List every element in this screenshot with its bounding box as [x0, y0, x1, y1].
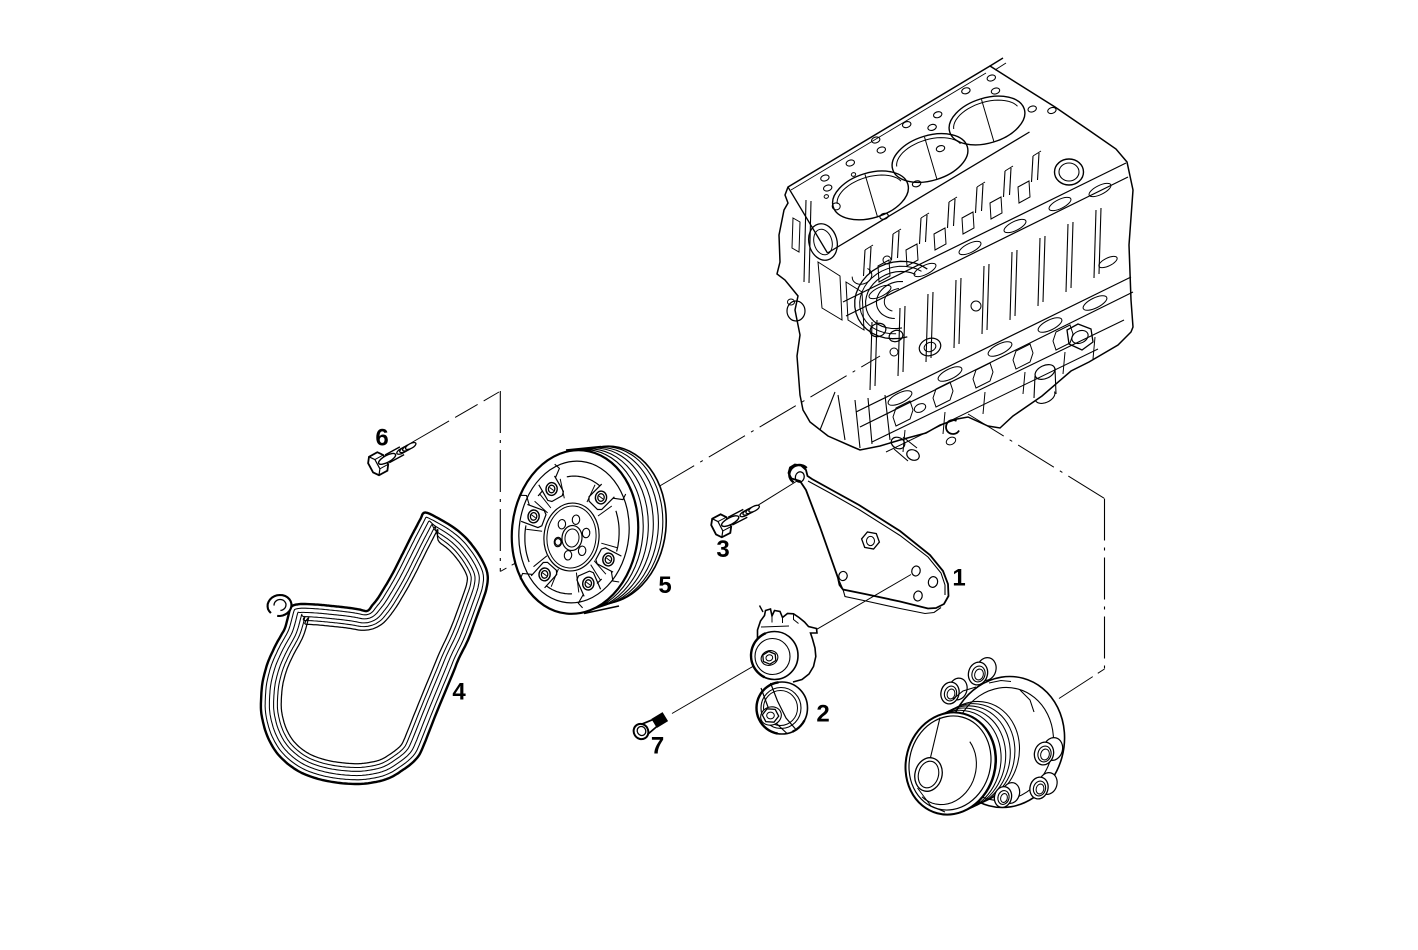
svg-text:1: 1	[952, 565, 965, 592]
svg-text:5: 5	[658, 572, 671, 599]
svg-text:3: 3	[716, 536, 729, 563]
svg-text:4: 4	[452, 679, 466, 706]
svg-text:7: 7	[651, 733, 664, 760]
svg-text:6: 6	[375, 425, 388, 452]
svg-text:2: 2	[816, 701, 829, 728]
